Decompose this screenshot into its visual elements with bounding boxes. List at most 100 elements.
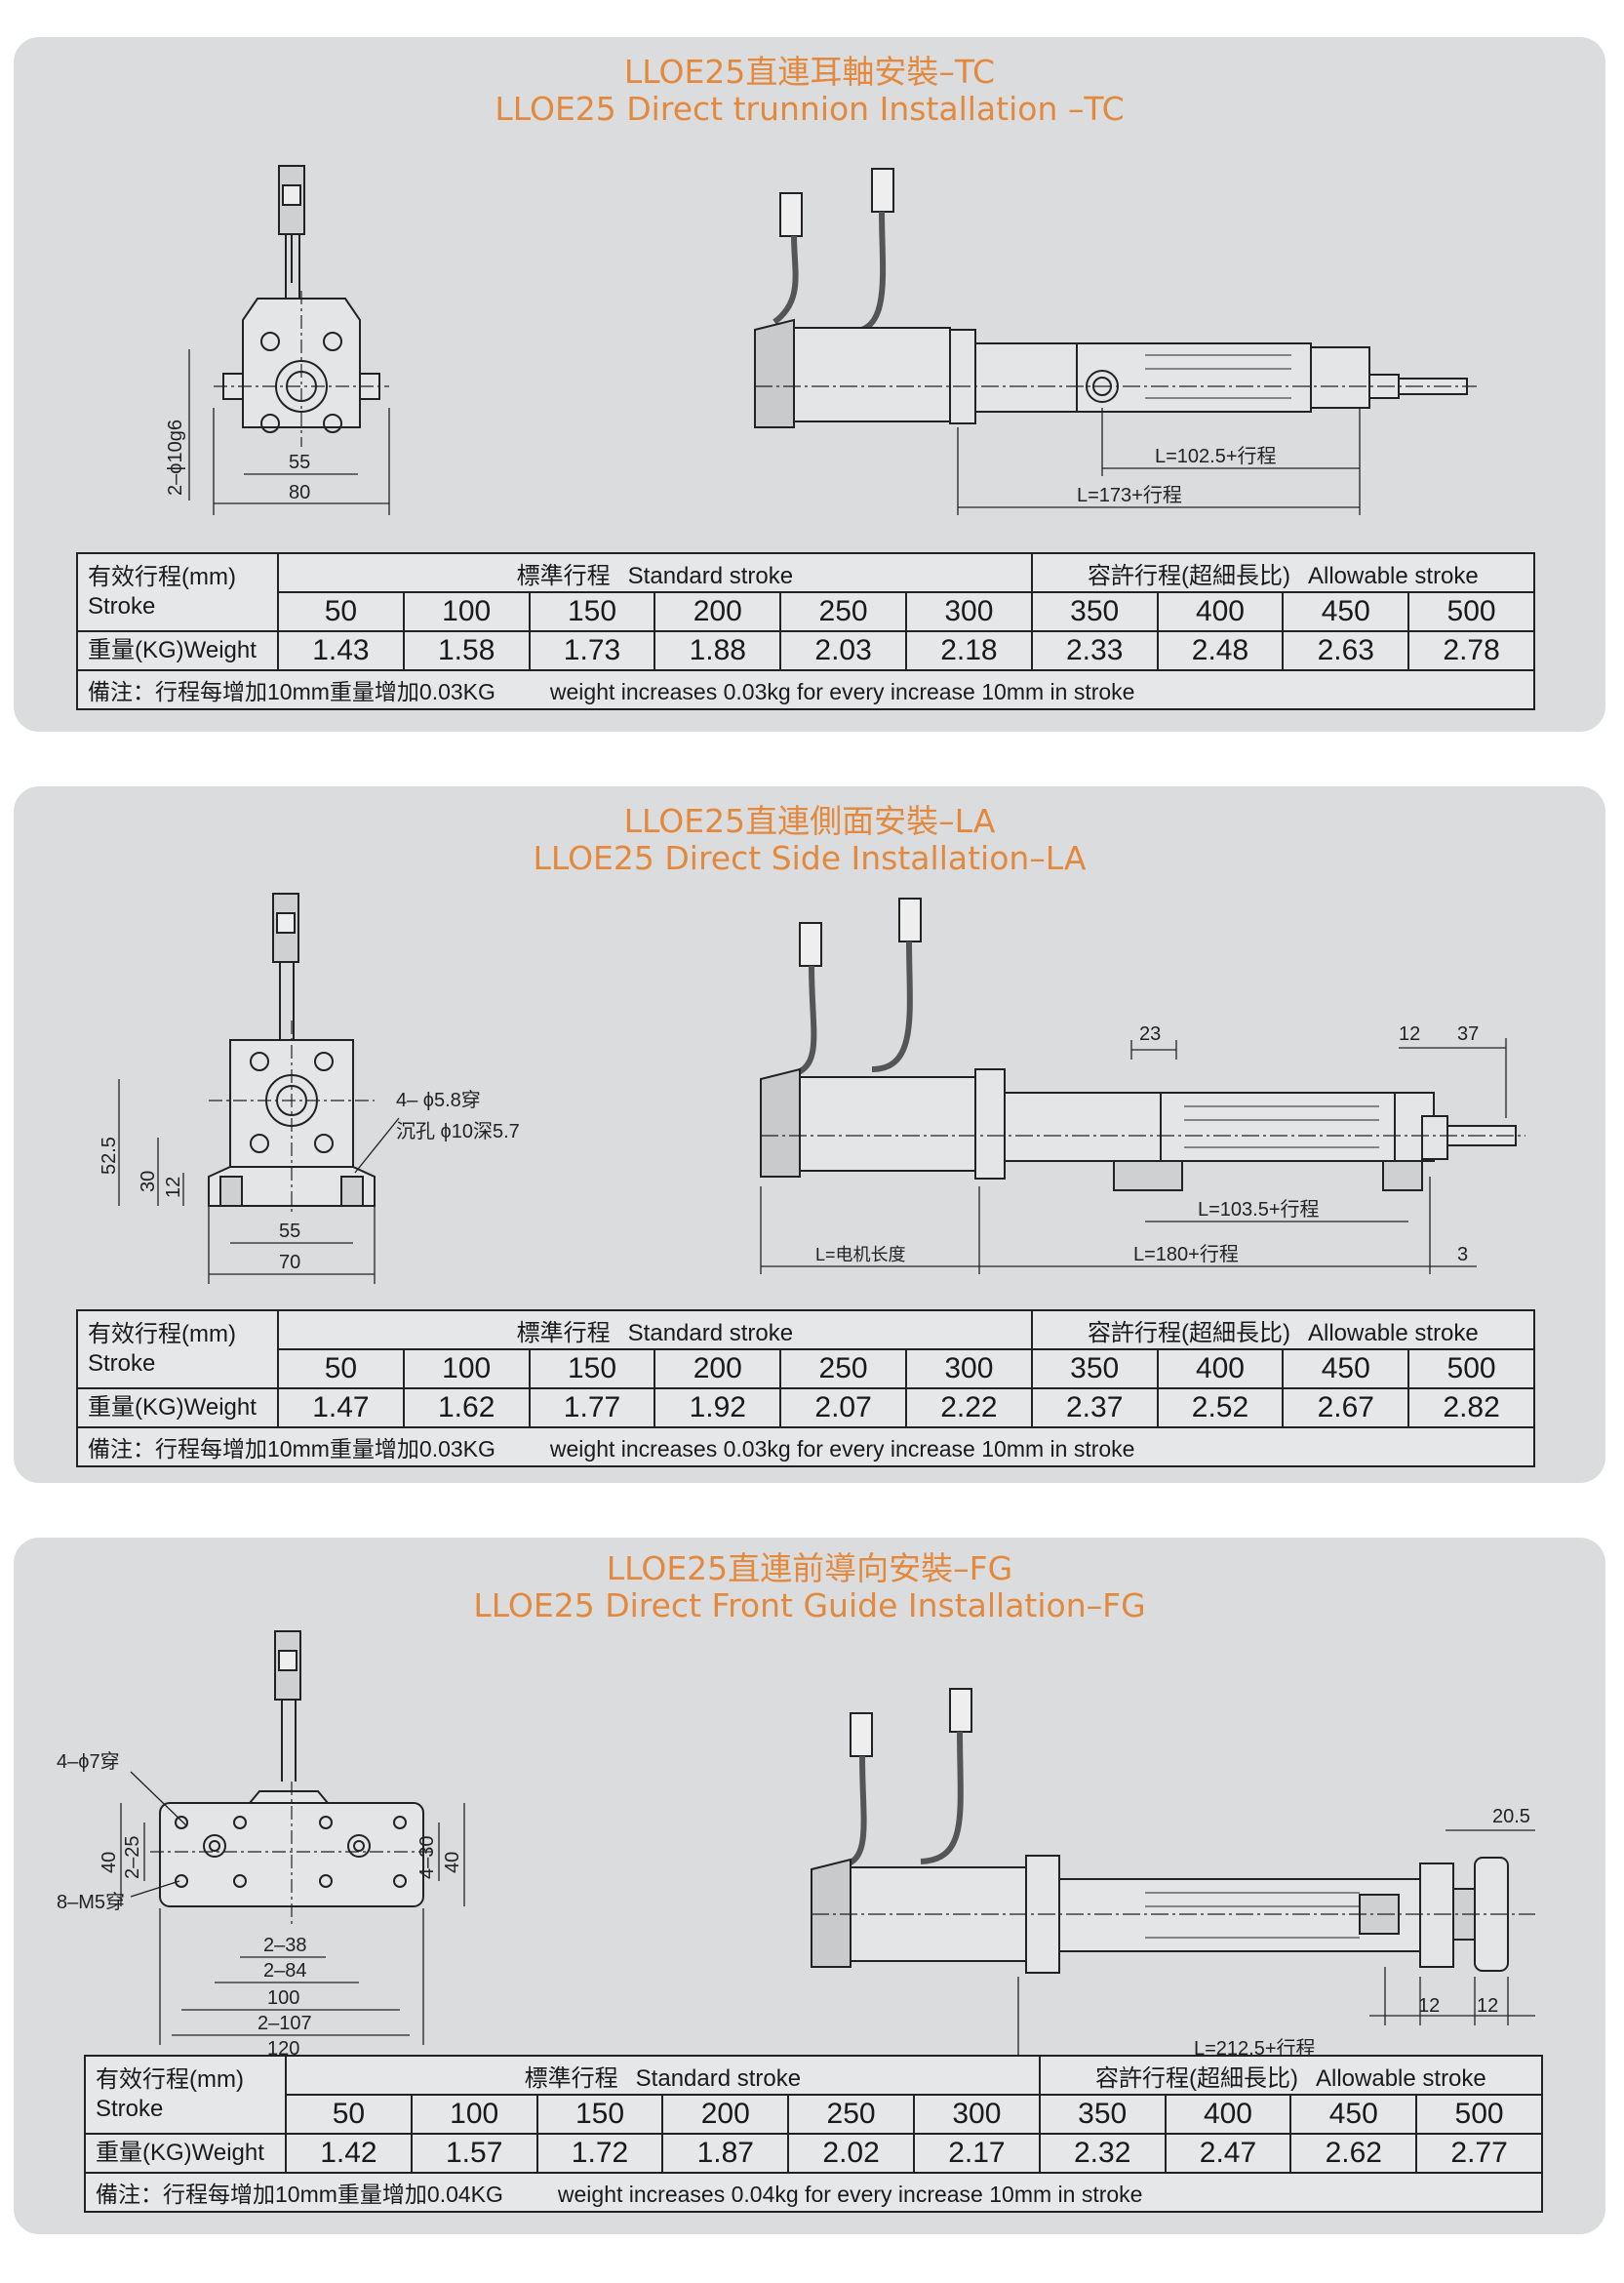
tc-drawing: 2–ϕ10g6 55 80 L=102.5+行程 L=173+行程 [165,165,1477,515]
la-dim-holes: 4– ϕ5.8穿 [396,1089,481,1111]
fg-dim-40a: 40 [99,1852,120,1873]
section-la: LLOE25直連側面安裝–LA LLOE25 Direct Side Insta… [14,786,1605,1483]
weight-cell: 2.78 [1407,630,1535,671]
tc-dim-L2: L=173+行程 [1077,484,1182,506]
stroke-cell: 500 [1407,1348,1535,1389]
weight-cell: 1.88 [654,630,782,671]
fg-dim-120: 120 [267,2038,299,2060]
tc-dim-80: 80 [289,482,310,503]
la-dim-motor: L=电机长度 [815,1245,906,1264]
fg-dim-40b: 40 [442,1852,463,1873]
la-dim-L1: L=103.5+行程 [1198,1198,1320,1221]
stroke-cell: 50 [277,591,405,632]
weight-cell: 2.03 [779,630,907,671]
fg-dim-m5: 8–M5穿 [57,1891,125,1913]
stroke-cell: 100 [402,1348,531,1389]
stroke-cell: 450 [1282,591,1410,632]
weight-cell: 2.48 [1156,630,1285,671]
section-fg: LLOE25直連前導向安裝–FG LLOE25 Direct Front Gui… [14,1538,1605,2234]
weight-cell: 2.82 [1407,1387,1535,1428]
stroke-cell: 250 [779,1348,907,1389]
section-title-cn: LLOE25直連前導向安裝–FG [606,1549,1013,1587]
stroke-cell: 200 [654,591,782,632]
section-title-en: LLOE25 Direct Front Guide Installation–F… [473,1586,1146,1624]
la-dim-12b: 12 [1399,1023,1420,1045]
weight-label: 重量(KG)Weight [84,2133,287,2174]
fg-dim-4-30: 4–30 [416,1836,438,1880]
la-dim-70: 70 [279,1252,300,1273]
stroke-cell: 350 [1038,2094,1167,2135]
stroke-cell: 300 [904,591,1033,632]
stroke-cell: 150 [528,1348,656,1389]
stroke-cell: 500 [1407,591,1535,632]
stroke-cell: 100 [410,2094,538,2135]
la-dim-12: 12 [163,1177,184,1198]
stroke-cell: 100 [402,591,531,632]
la-dim-30: 30 [138,1171,159,1192]
fg-dim-12a: 12 [1418,1995,1440,2017]
stroke-cell: 200 [661,2094,790,2135]
la-dim-52: 52.5 [99,1137,120,1175]
fg-dim-2-38: 2–38 [263,1935,307,1956]
la-dim-3: 3 [1457,1244,1468,1265]
la-drawing: 52.5 30 12 55 70 4– ϕ5.8穿 沉孔 ϕ10深5.7 23 … [99,893,1525,1284]
stroke-cell: 150 [535,2094,664,2135]
weight-cell: 2.77 [1415,2133,1543,2174]
la-dim-55: 55 [279,1221,300,1242]
fg-dim-20-5: 20.5 [1492,1806,1530,1827]
fg-dim-2-84: 2–84 [263,1960,307,1982]
fg-drawing: 4–ϕ7穿 8–M5穿 40 2–25 4–30 40 2–38 2–84 10… [57,1630,1535,2069]
weight-label: 重量(KG)Weight [76,630,279,671]
weight-cell: 2.02 [787,2133,915,2174]
fg-dim-2-25: 2–25 [122,1836,143,1880]
stroke-cell: 400 [1156,591,1285,632]
stroke-cell: 300 [904,1348,1033,1389]
allowable-stroke-header: 容許行程(超細長比)Allowable stroke [1030,1309,1536,1350]
stroke-label: 有效行程(mm)Stroke [84,2055,287,2135]
stroke-cell: 50 [285,2094,413,2135]
weight-cell: 2.17 [912,2133,1041,2174]
allowable-stroke-header: 容許行程(超細長比)Allowable stroke [1038,2055,1544,2096]
weight-cell: 1.87 [661,2133,790,2174]
weight-cell: 1.62 [402,1387,531,1428]
weight-cell: 2.32 [1038,2133,1167,2174]
weight-cell: 2.22 [904,1387,1033,1428]
weight-cell: 1.72 [535,2133,664,2174]
stroke-cell: 300 [912,2094,1041,2135]
weight-cell: 2.37 [1030,1387,1159,1428]
weight-cell: 2.67 [1282,1387,1410,1428]
stroke-label: 有效行程(mm)Stroke [76,552,279,632]
stroke-cell: 250 [787,2094,915,2135]
weight-cell: 1.57 [410,2133,538,2174]
weight-cell: 1.77 [528,1387,656,1428]
stroke-cell: 350 [1030,1348,1159,1389]
tc-dim-55: 55 [289,452,310,473]
weight-cell: 1.73 [528,630,656,671]
weight-cell: 2.47 [1164,2133,1292,2174]
stroke-cell: 150 [528,591,656,632]
weight-cell: 2.62 [1289,2133,1418,2174]
stroke-cell: 500 [1415,2094,1543,2135]
weight-label: 重量(KG)Weight [76,1387,279,1428]
weight-cell: 1.92 [654,1387,782,1428]
tc-dim-shaft: 2–ϕ10g6 [165,420,186,496]
stroke-cell: 450 [1289,2094,1418,2135]
stroke-cell: 350 [1030,591,1159,632]
section-title-cn: LLOE25直連側面安裝–LA [623,802,996,840]
fg-dim-L: L=212.5+行程 [1194,2037,1316,2060]
weight-cell: 2.18 [904,630,1033,671]
stroke-cell: 450 [1282,1348,1410,1389]
stroke-cell: 400 [1164,2094,1292,2135]
la-dim-23: 23 [1139,1023,1161,1045]
stroke-cell: 200 [654,1348,782,1389]
fg-dim-2-107: 2–107 [257,2013,312,2034]
weight-cell: 1.58 [402,630,531,671]
